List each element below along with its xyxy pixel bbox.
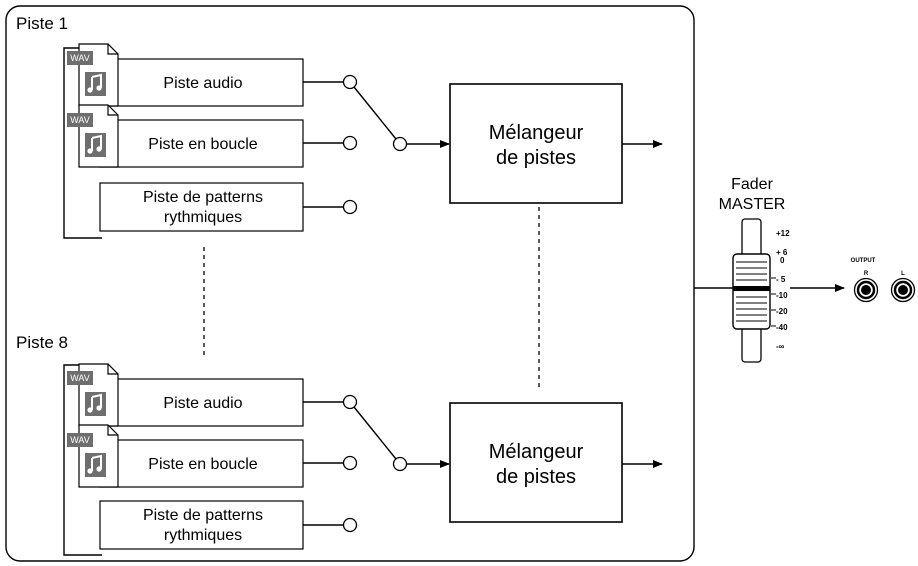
output-jack-l: L [890,271,916,303]
switch-contact [342,199,358,215]
wav-file-icon: WAV [67,363,119,427]
track-box [99,378,304,427]
wav-file-icon: WAV [67,43,119,107]
track-label-line-2: rythmiques [164,209,242,226]
switch-contact [342,455,358,471]
track-label: Piste en boucle [148,136,258,153]
output-section: OUTPUT R L [851,258,916,303]
fader-label-line-1: Fader [731,176,773,193]
wav-file-icon: WAV [67,424,119,488]
fader-scale: +12 + 6 0 - 5 -10 -20 -40 -∞ [771,229,790,351]
svg-text:WAV: WAV [70,435,90,445]
master-fader: Fader MASTER +12 + 6 0 - 5 -10 [694,176,845,363]
output-jack-r: R [853,271,879,303]
track-label: Piste en boucle [148,456,258,473]
track-label-line-1: Piste de patterns [143,507,263,524]
mixer-label-line-1: Mélangeur [489,441,584,463]
rhythm-pattern-track: Piste de patterns rythmiques [99,500,304,550]
track-mixer [449,402,623,523]
fader-scale-mark: -40 [776,323,788,332]
svg-text:WAV: WAV [70,115,90,125]
fader-scale-mark: - 5 [776,275,786,284]
track-box [99,119,304,168]
track-group-1: Piste audio WAV Piste en boucle WAV [63,43,663,239]
loop-track: Piste en boucle WAV [67,104,304,168]
selector-switch-pivot [392,136,408,152]
output-label: OUTPUT [851,258,876,264]
svg-text:WAV: WAV [70,53,90,63]
fader-scale-mark: + 6 [776,248,788,257]
selector-switch-arm [353,406,397,460]
fader-scale-mark: 0 [780,256,785,265]
mixer-label-line-2: de pistes [496,147,576,169]
track-box [99,58,304,107]
fader-scale-mark: -10 [776,291,788,300]
selector-switch-pivot [392,456,408,472]
mixer-label-line-1: Mélangeur [489,122,584,144]
switch-contact [342,74,358,90]
jack-label: R [864,271,869,277]
track-label: Piste audio [163,75,242,92]
mixer-label-line-2: de pistes [496,466,576,488]
track-label-line-1: Piste de patterns [143,189,263,206]
track-box [99,500,304,550]
jack-label: L [901,271,905,277]
fader-knob[interactable] [732,253,771,330]
fader-scale-mark: -∞ [776,342,785,351]
switch-contact [342,517,358,533]
track-label: Piste audio [163,395,242,412]
switch-contact [342,394,358,410]
group-label-1: Piste 1 [16,14,68,33]
switch-contact [342,135,358,151]
track-box [99,439,304,488]
track-mixer [449,83,623,204]
audio-track: Piste audio WAV [67,43,304,107]
fader-scale-mark: +12 [776,229,790,238]
selector-switch-arm [353,86,397,140]
track-label-line-2: rythmiques [164,527,242,544]
audio-track: Piste audio WAV [67,363,304,427]
track-group-8: Piste audio WAV Piste en boucle WAV [63,363,663,556]
rhythm-pattern-track: Piste de patterns rythmiques [99,182,304,232]
loop-track: Piste en boucle WAV [67,424,304,488]
wav-file-icon: WAV [67,104,119,168]
group-label-8: Piste 8 [16,333,68,352]
fader-scale-mark: -20 [776,307,788,316]
fader-label-line-2: MASTER [719,196,786,213]
svg-text:WAV: WAV [70,373,90,383]
